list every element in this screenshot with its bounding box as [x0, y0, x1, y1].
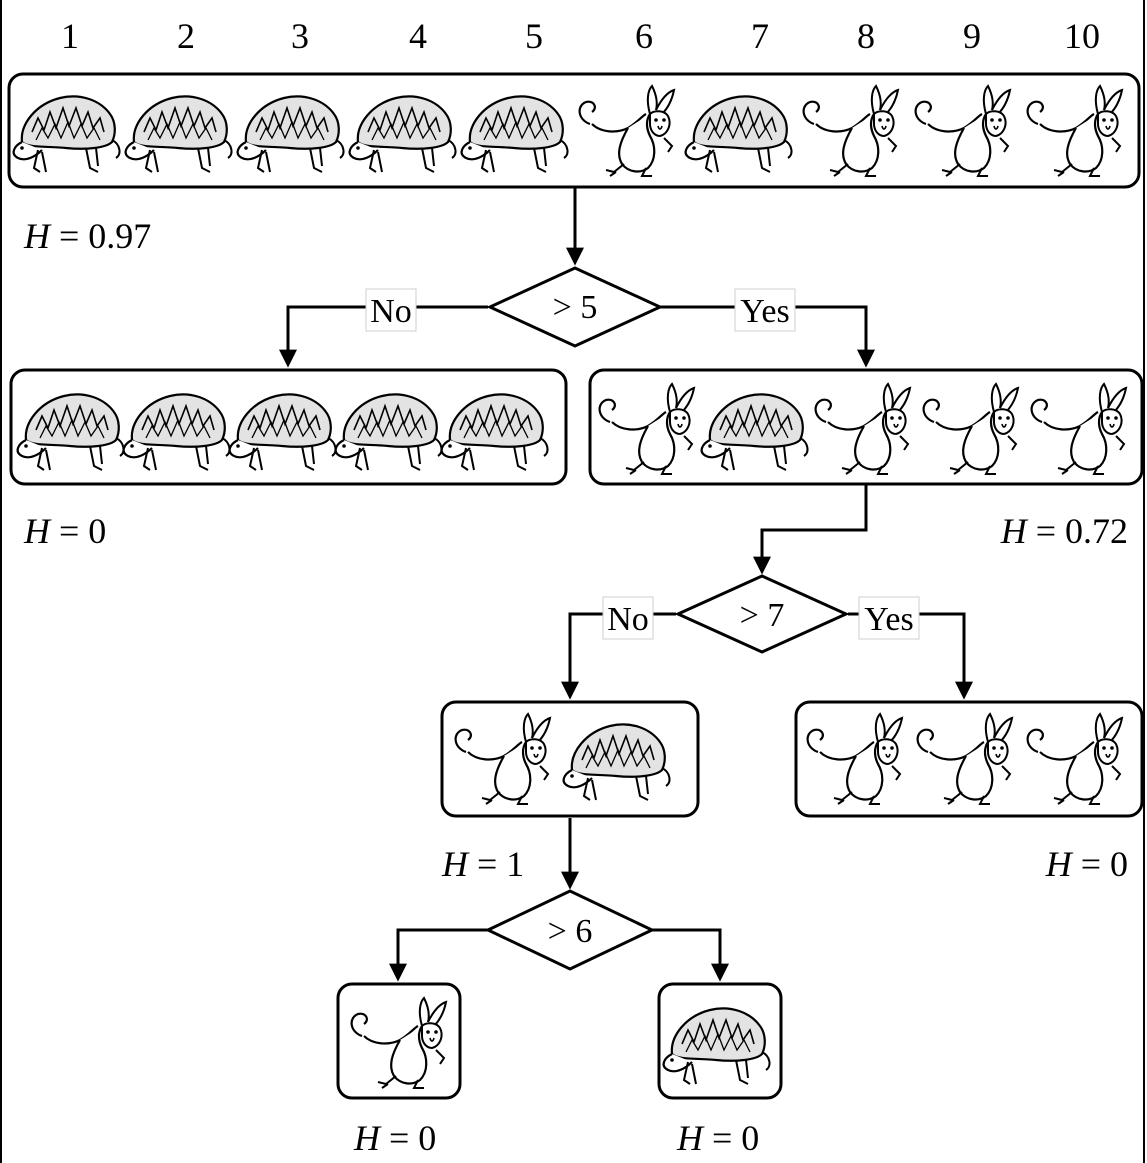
- column-number-10: 10: [1064, 16, 1100, 56]
- split3-decision: > 6: [484, 889, 656, 971]
- split3-diamond: [484, 889, 656, 971]
- split3-condition: > 6: [548, 913, 593, 950]
- split2-diamond: [674, 574, 850, 654]
- split3-right-arrow: [652, 928, 729, 982]
- column-number-8: 8: [857, 16, 875, 56]
- column-number-6: 6: [635, 16, 653, 56]
- split2-decision: > 7: [674, 574, 850, 654]
- split1-condition: > 5: [553, 289, 598, 326]
- split2-right-entropy: H = 0: [1045, 844, 1128, 884]
- split2-left-entropy: H = 1: [441, 844, 524, 884]
- column-number-9: 9: [963, 16, 981, 56]
- split1-right-entropy: H = 0.72: [1000, 511, 1128, 551]
- split2-yes-text: Yes: [864, 601, 913, 638]
- column-number-1: 1: [61, 16, 79, 56]
- column-number-3: 3: [291, 16, 309, 56]
- connectors: [279, 187, 973, 982]
- right-to-split2-arrow: [753, 485, 868, 575]
- split1-no-text: No: [370, 293, 412, 330]
- split1-diamond: [486, 266, 664, 348]
- split1-yes-arrow: [660, 305, 875, 368]
- split1-yes-text: Yes: [740, 293, 789, 330]
- column-number-2: 2: [177, 16, 195, 56]
- column-number-4: 4: [409, 16, 427, 56]
- split1-left-entropy: H = 0: [23, 511, 106, 551]
- column-number-7: 7: [751, 16, 769, 56]
- split3-left-arrow: [389, 928, 488, 982]
- split1-yes-label: Yes: [734, 288, 796, 332]
- split3-left-entropy: H = 0: [353, 1118, 436, 1158]
- split3-right-entropy: H = 0: [676, 1118, 759, 1158]
- column-numbers: 1 2 3 4 5 6 7 8 9 10: [61, 16, 1100, 56]
- split2-no-label: No: [602, 596, 654, 640]
- split2-condition: > 7: [740, 597, 785, 634]
- root-entropy: H = 0.97: [23, 216, 151, 256]
- split1-decision: > 5: [486, 266, 664, 348]
- split1-no-label: No: [365, 288, 417, 332]
- split1-no-arrow: [279, 305, 488, 368]
- column-number-5: 5: [525, 16, 543, 56]
- split2-no-text: No: [607, 601, 649, 638]
- split2-yes-label: Yes: [858, 596, 920, 640]
